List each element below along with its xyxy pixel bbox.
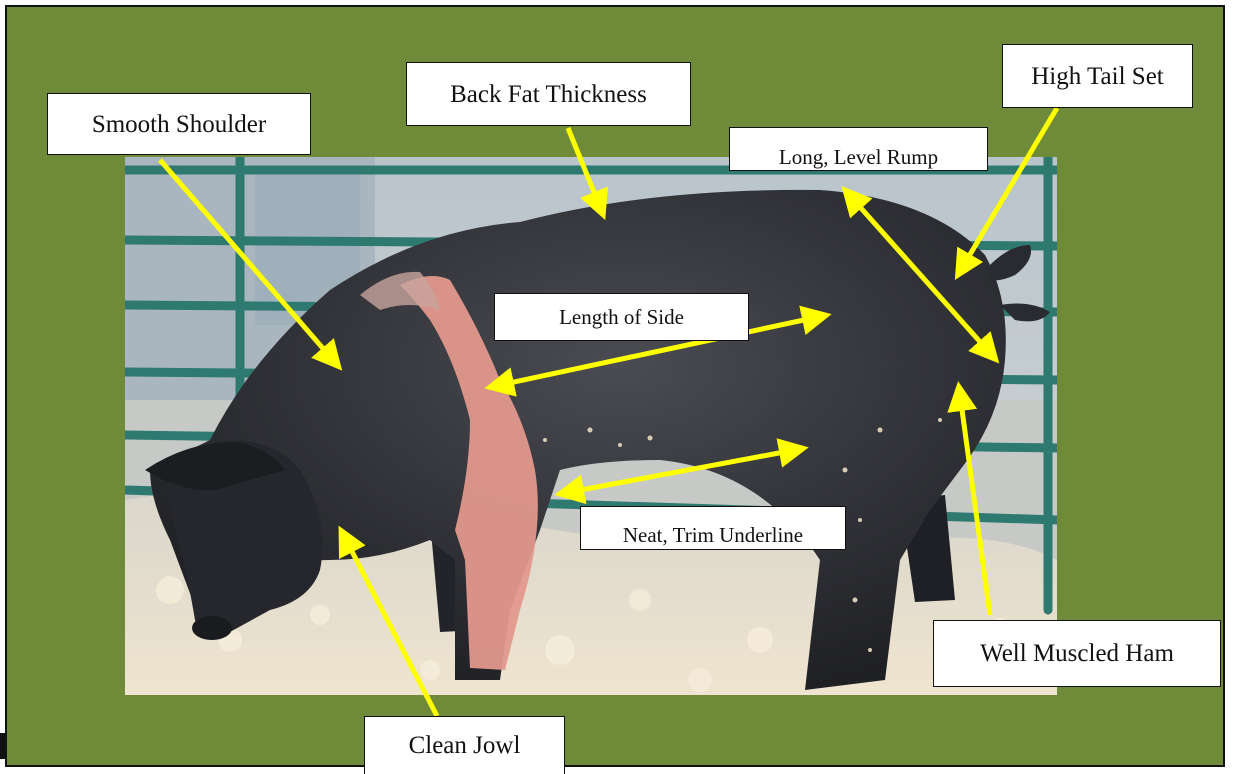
label-back-fat-thickness: Back Fat Thickness [406, 62, 691, 126]
arrow-rump [852, 198, 990, 353]
label-length-of-side: Length of Side [494, 293, 749, 341]
label-long-level-rump: Long, Level Rump [729, 127, 988, 171]
label-clean-jowl: Clean Jowl [364, 716, 565, 774]
arrow-ham [960, 395, 990, 615]
label-high-tail-set: High Tail Set [1002, 44, 1193, 108]
label-neat-trim-underline: Neat, Trim Underline [580, 506, 846, 550]
arrow-jowl [345, 538, 437, 716]
label-well-muscled-ham: Well Muscled Ham [933, 620, 1221, 687]
arrow-smooth-shoulder [160, 160, 333, 360]
arrow-back-fat [568, 128, 600, 207]
arrow-underline [570, 450, 795, 492]
label-smooth-shoulder: Smooth Shoulder [47, 93, 311, 155]
